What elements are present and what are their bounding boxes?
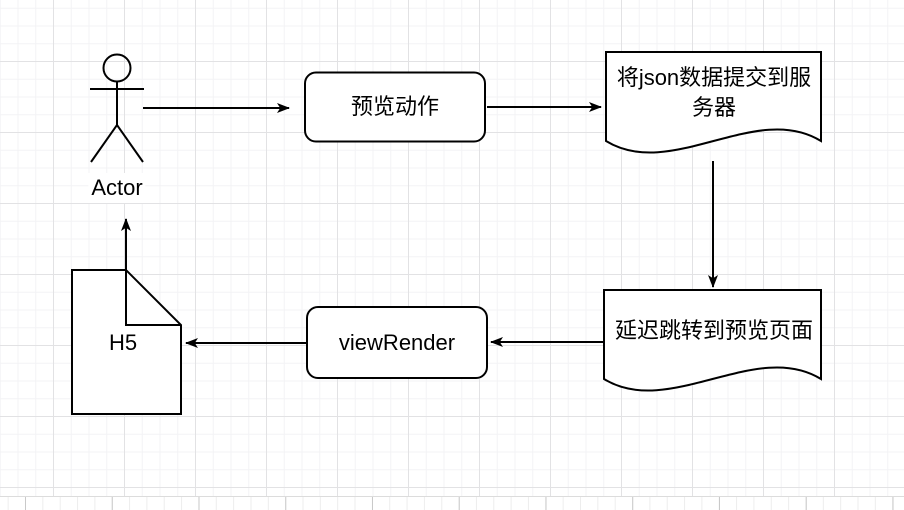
delayed-redirect-node[interactable] xyxy=(603,289,822,392)
submit-json-node[interactable] xyxy=(605,51,822,154)
view-render-label: viewRender xyxy=(335,328,459,358)
actor-left-leg xyxy=(90,124,118,163)
actor-head xyxy=(102,53,132,83)
actor-right-leg xyxy=(116,124,144,163)
h5-fold-lines xyxy=(125,270,181,326)
preview-action-label: 预览动作 xyxy=(347,92,443,122)
h5-label: H5 xyxy=(108,330,138,355)
h5-node[interactable] xyxy=(71,269,182,415)
page-edge-strip xyxy=(0,496,904,510)
h5-outline xyxy=(71,269,182,415)
actor-node[interactable] xyxy=(90,53,144,163)
actor-label: Actor xyxy=(88,173,146,203)
submit-json-label: 将json数据提交到服务器 xyxy=(616,65,812,120)
delayed-redirect-label: 延迟跳转到预览页面 xyxy=(614,318,814,343)
